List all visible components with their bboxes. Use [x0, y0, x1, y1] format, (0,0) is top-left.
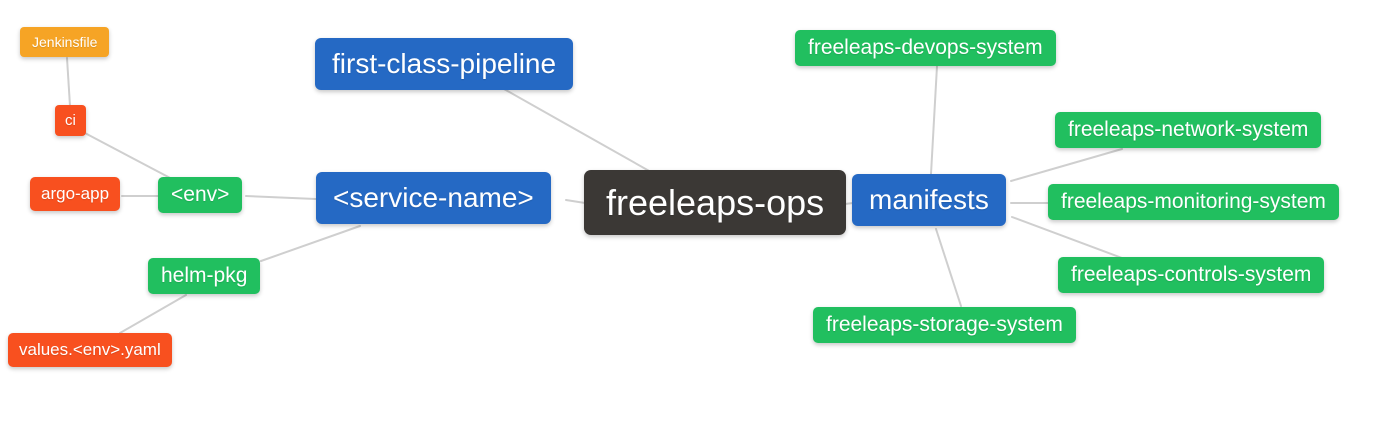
node-helm-pkg[interactable]: helm-pkg	[148, 258, 261, 295]
node-jenkinsfile[interactable]: Jenkinsfile	[20, 27, 110, 58]
node-manifests[interactable]: manifests	[852, 174, 1006, 227]
node-devops-system[interactable]: freeleaps-devops-system	[795, 30, 1056, 67]
node-first-class-pipeline[interactable]: first-class-pipeline	[315, 38, 574, 91]
edge-env-service-name	[245, 195, 317, 200]
node-argo-app[interactable]: argo-app	[30, 177, 121, 211]
node-ci[interactable]: ci	[55, 105, 86, 137]
node-env[interactable]: <env>	[158, 177, 243, 214]
edge-manifests-devops	[930, 65, 938, 175]
edge-values-helm-pkg	[119, 294, 187, 334]
node-storage-system[interactable]: freeleaps-storage-system	[813, 307, 1076, 344]
edge-service-name-root	[565, 199, 586, 204]
node-monitoring-system[interactable]: freeleaps-monitoring-system	[1048, 184, 1339, 221]
edge-jenkinsfile-ci	[66, 57, 71, 107]
edge-pipeline-root	[503, 88, 652, 173]
edge-manifests-network	[1010, 148, 1123, 182]
edge-manifests-controls	[1011, 216, 1123, 259]
edge-service-name-helm-pkg	[260, 225, 361, 262]
node-network-system[interactable]: freeleaps-network-system	[1055, 112, 1322, 149]
edge-ci-env	[82, 131, 175, 181]
node-values-env-yaml[interactable]: values.<env>.yaml	[8, 333, 172, 367]
node-service-name[interactable]: <service-name>	[316, 172, 551, 225]
edge-root-manifests	[844, 202, 854, 205]
edge-manifests-storage	[935, 228, 962, 307]
node-controls-system[interactable]: freeleaps-controls-system	[1058, 257, 1325, 294]
node-freeleaps-ops-root[interactable]: freeleaps-ops	[584, 170, 847, 236]
